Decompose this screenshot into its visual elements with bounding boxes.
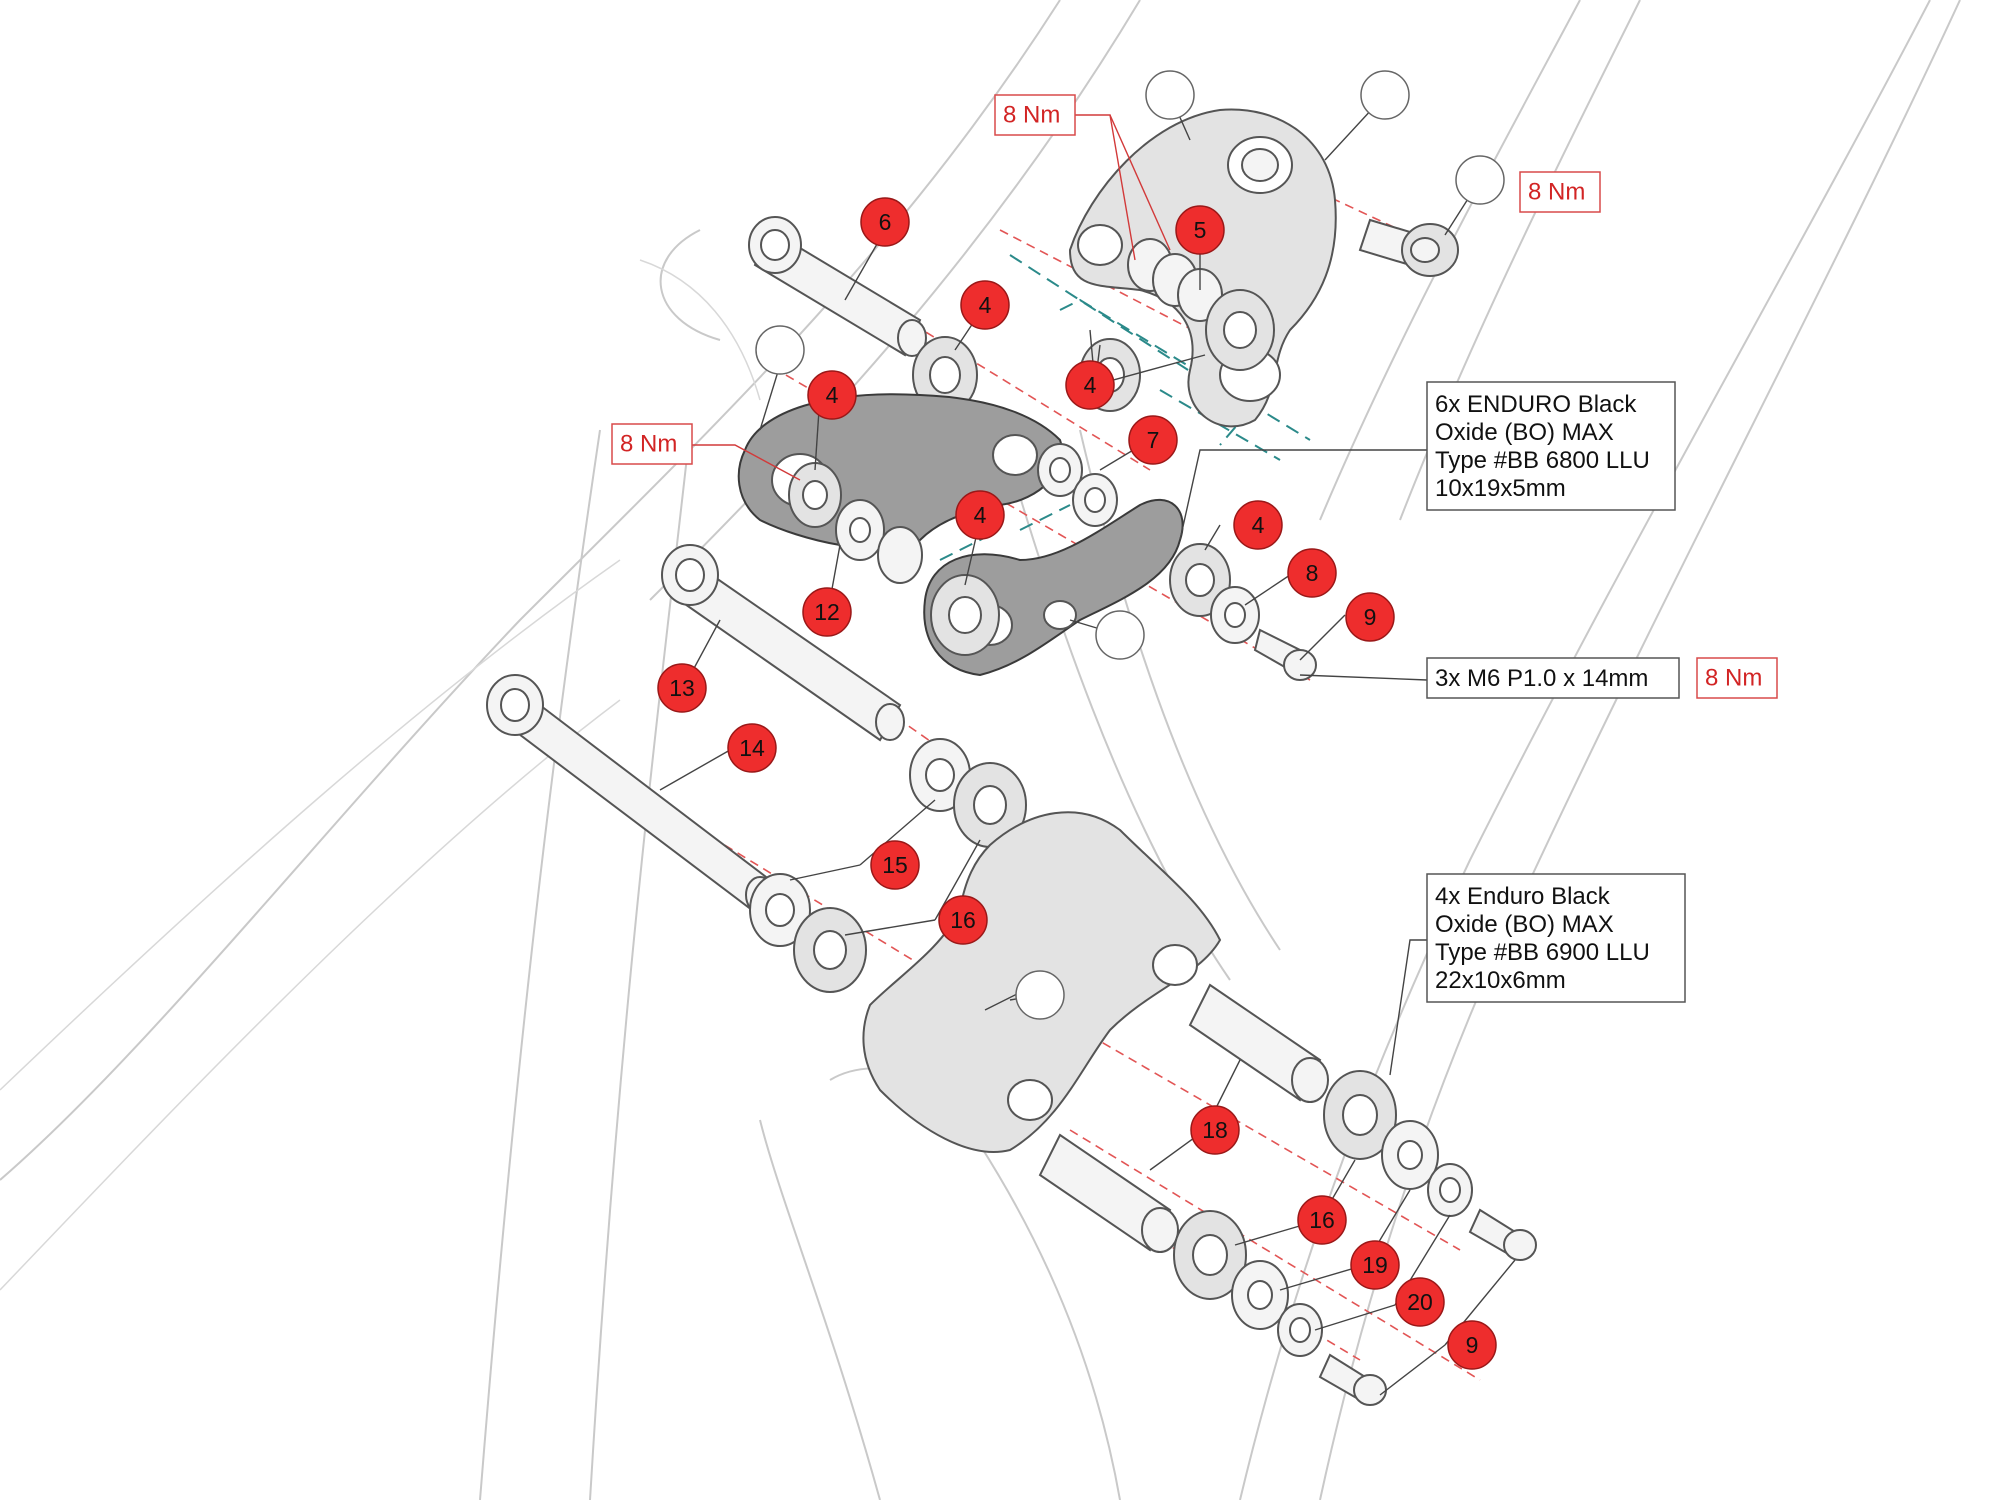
svg-text:7: 7 [1147,427,1160,453]
part-callout-4c: 4 [807,370,857,420]
torque-leaders [690,114,1171,481]
left-link-plate [737,393,1063,550]
svg-text:20: 20 [1407,1289,1433,1315]
svg-text:22x10x6mm: 22x10x6mm [1435,967,1566,994]
middle-bearings [749,738,1027,993]
torque-label-right: 8 Nm [1519,171,1601,213]
torque-label-top: 8 Nm [994,94,1076,136]
part-callout-20: 20 [1395,1277,1445,1327]
svg-text:6x ENDURO Black: 6x ENDURO Black [1435,391,1637,418]
part-callout-19: 19 [1350,1240,1400,1290]
svg-text:4: 4 [1084,372,1097,398]
svg-text:9: 9 [1364,604,1377,630]
pin-13 [661,544,905,742]
svg-text:16: 16 [950,907,976,933]
svg-text:19: 19 [1362,1252,1388,1278]
note-bearings-lower: 4x Enduro Black Oxide (BO) MAX Type #BB … [1426,873,1686,1003]
svg-text:4x Enduro Black: 4x Enduro Black [1435,883,1611,910]
svg-text:Oxide (BO) MAX: Oxide (BO) MAX [1435,911,1614,938]
svg-text:10x19x5mm: 10x19x5mm [1435,475,1566,502]
svg-text:8 Nm: 8 Nm [1705,665,1762,692]
svg-text:4: 4 [979,292,992,318]
svg-text:4: 4 [1252,512,1265,538]
note-bearings-upper: 6x ENDURO Black Oxide (BO) MAX Type #BB … [1426,381,1676,511]
part-callout-15: 15 [870,840,920,890]
part-callout-14: 14 [727,723,777,773]
part-callout-16a: 16 [938,895,988,945]
part-callout-8: 8 [1287,548,1337,598]
part-callout-4b: 4 [1065,360,1115,410]
sleeves-18 [1038,983,1329,1253]
part-callout-4d: 4 [955,490,1005,540]
svg-text:15: 15 [882,852,908,878]
bearing-stack-12 [788,462,1000,656]
svg-text:6: 6 [879,209,892,235]
svg-text:14: 14 [739,735,765,761]
bushings-7 [1037,443,1118,527]
right-bearing-group [1169,543,1317,681]
pin-6 [748,216,927,357]
svg-text:3x M6 P1.0 x 14mm: 3x M6 P1.0 x 14mm [1435,665,1648,692]
svg-text:Oxide (BO) MAX: Oxide (BO) MAX [1435,419,1614,446]
part-callout-7: 7 [1128,415,1178,465]
part-callout-16b: 16 [1297,1195,1347,1245]
note-screws: 3x M6 P1.0 x 14mm [1426,657,1680,699]
svg-text:16: 16 [1309,1207,1335,1233]
pin-14 [486,674,775,914]
torque-label-screws: 8 Nm [1696,657,1778,699]
part-callout-12: 12 [802,587,852,637]
part-callout-6: 6 [860,197,910,247]
part-callout-9a: 9 [1345,592,1395,642]
blank-callouts [755,70,1505,1020]
svg-text:5: 5 [1194,217,1207,243]
svg-text:8 Nm: 8 Nm [620,431,677,458]
part-callout-4e: 4 [1233,500,1283,550]
svg-text:4: 4 [826,382,839,408]
svg-text:12: 12 [814,599,840,625]
part-callout-18: 18 [1190,1105,1240,1155]
lower-bearings-left [1173,1210,1387,1406]
torque-label-left: 8 Nm [611,423,693,465]
svg-text:Type #BB 6900 LLU: Type #BB 6900 LLU [1435,939,1650,966]
svg-text:8: 8 [1306,560,1319,586]
upper-bolt [1358,218,1459,277]
part-callout-4a: 4 [960,280,1010,330]
svg-text:13: 13 [669,675,695,701]
part-callout-9b: 9 [1447,1320,1497,1370]
svg-text:8 Nm: 8 Nm [1528,179,1585,206]
svg-text:9: 9 [1466,1332,1479,1358]
svg-text:4: 4 [974,502,987,528]
part-callout-13: 13 [657,663,707,713]
lower-bearings-right [1323,1070,1537,1261]
svg-text:Type #BB 6800 LLU: Type #BB 6800 LLU [1435,447,1650,474]
bearing-upper-left [912,336,978,414]
svg-text:18: 18 [1202,1117,1228,1143]
svg-text:8 Nm: 8 Nm [1003,102,1060,129]
part-callout-5: 5 [1175,205,1225,255]
